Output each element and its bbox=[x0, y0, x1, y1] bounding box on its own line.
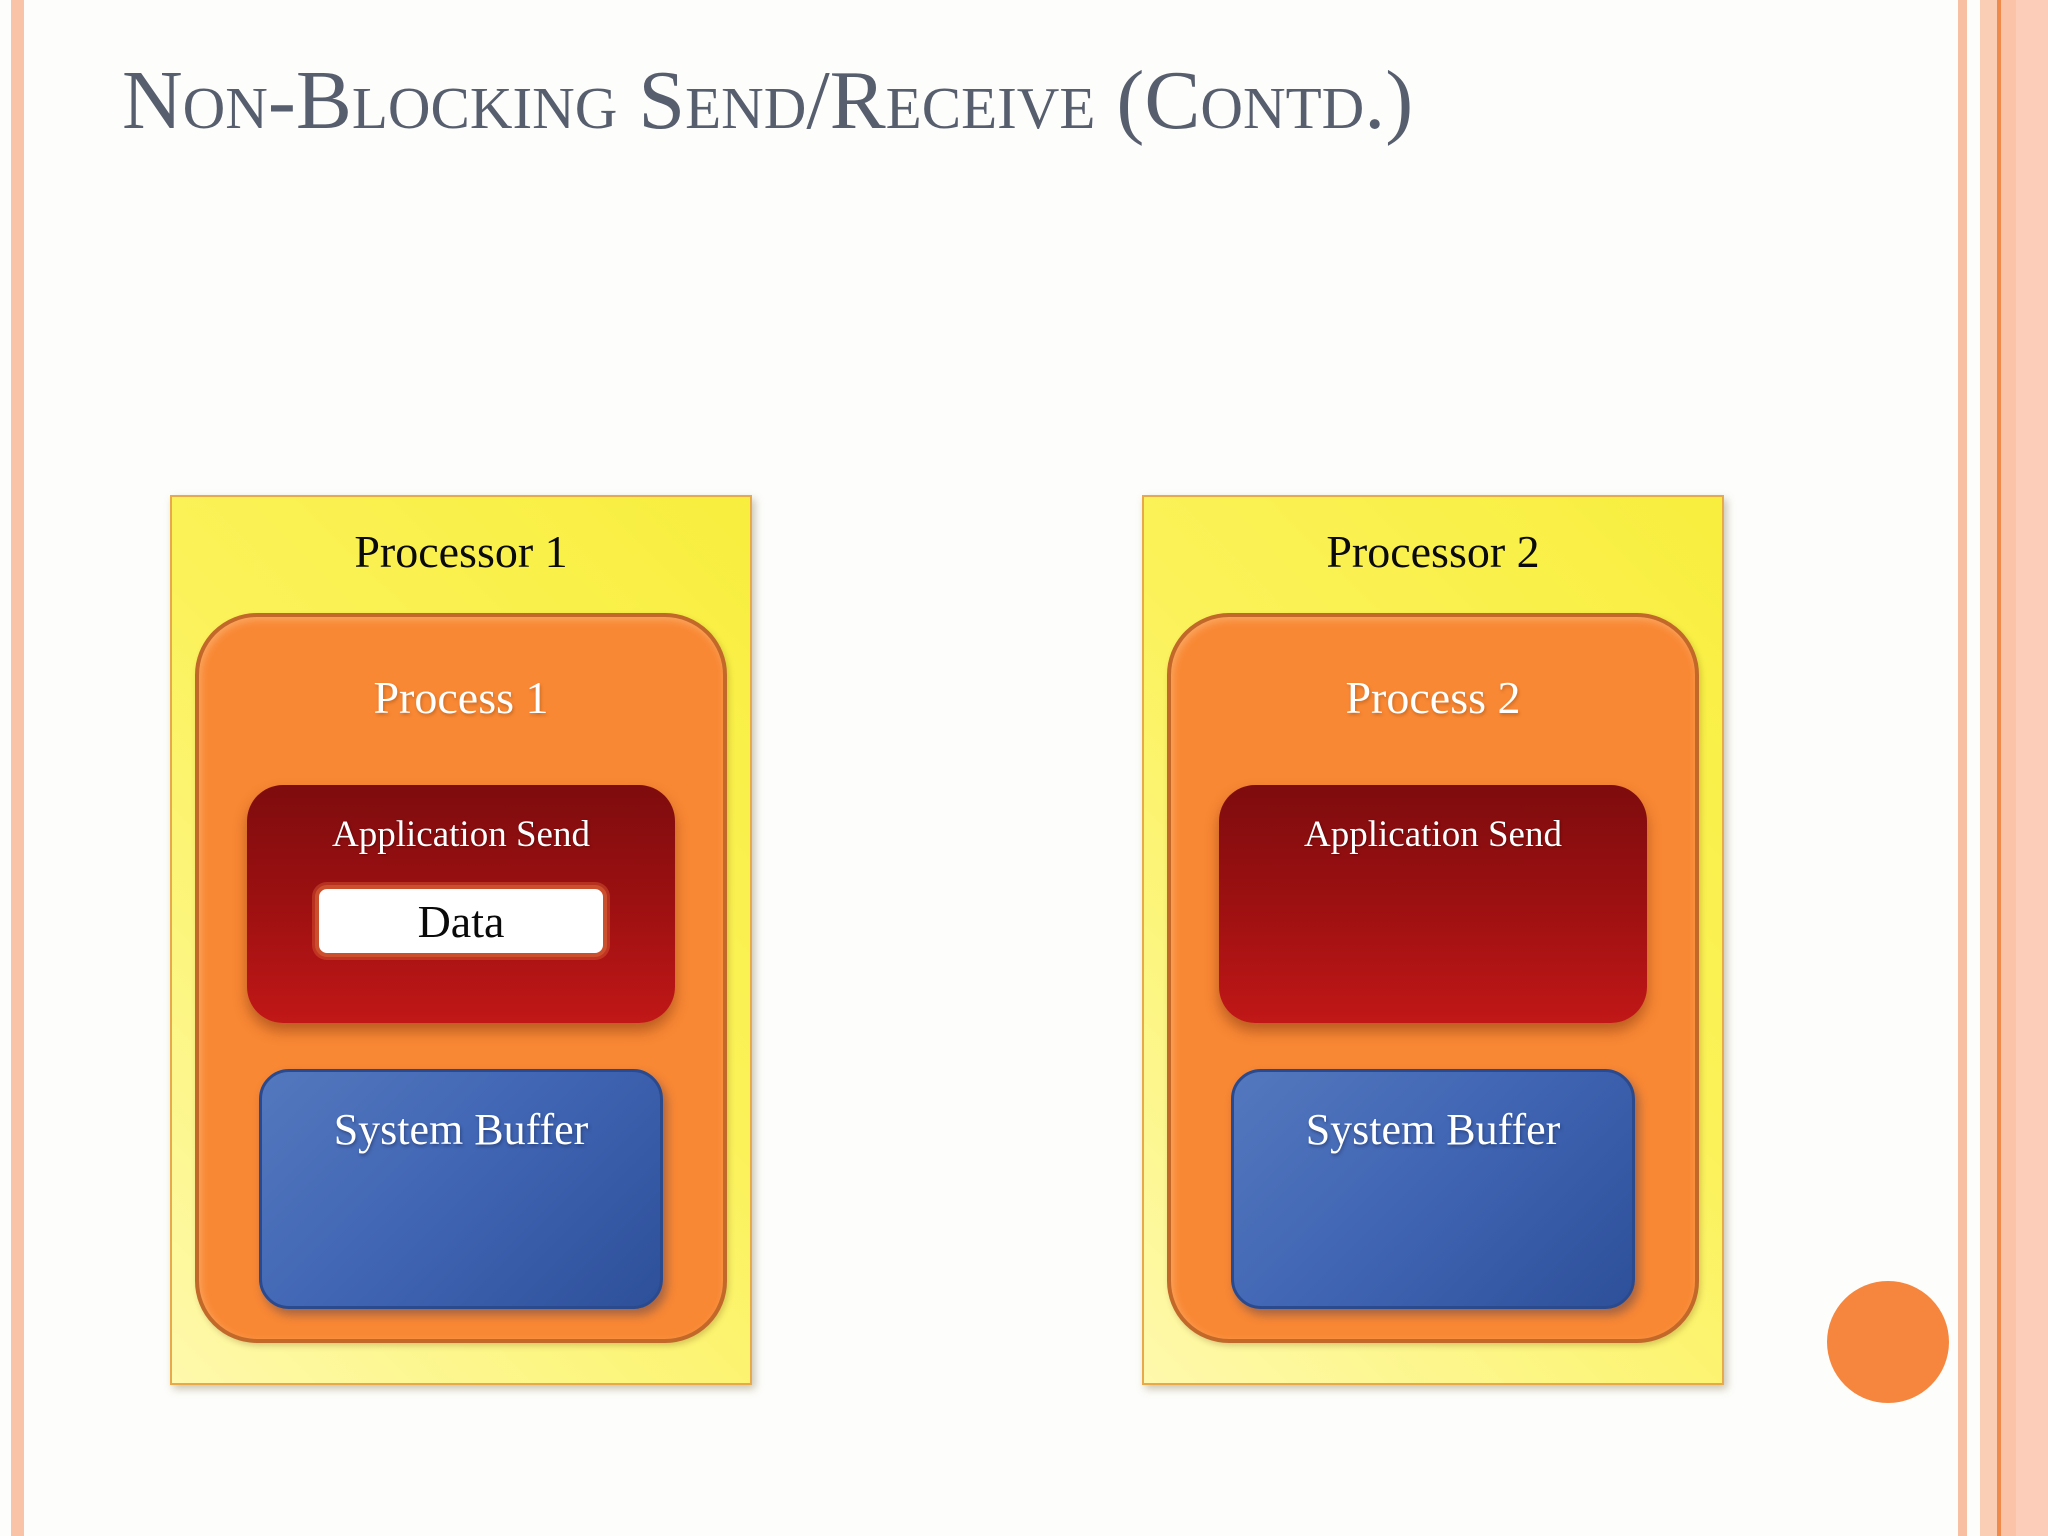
system-buffer-1-label: System Buffer bbox=[333, 1105, 589, 1154]
data-chip: Data bbox=[315, 885, 607, 957]
right-edge-thin-stripe bbox=[1958, 0, 1967, 1536]
slide-title: Non-Blocking Send/Receive (Contd.) bbox=[122, 54, 1414, 147]
right-edge-accent-line bbox=[1997, 0, 2001, 1536]
system-buffer-1-box: System Buffer bbox=[259, 1069, 663, 1309]
left-edge-stripe bbox=[11, 0, 24, 1536]
application-send-2-box: Application Send bbox=[1219, 785, 1647, 1023]
application-send-1-box: Application Send Data bbox=[247, 785, 675, 1023]
process-2-title: Process 2 bbox=[1345, 672, 1521, 723]
right-edge-band-2 bbox=[2001, 0, 2016, 1536]
processor-2-box: Processor 2 Process 2 Application Send S… bbox=[1142, 495, 1724, 1385]
processor-1-box: Processor 1 Process 1 Application Send D… bbox=[170, 495, 752, 1385]
application-send-2-label: Application Send bbox=[1304, 814, 1562, 855]
processor-1-title: Processor 1 bbox=[354, 526, 568, 577]
right-edge-band-3 bbox=[2016, 0, 2048, 1536]
process-1-title: Process 1 bbox=[373, 672, 549, 723]
system-buffer-2-label: System Buffer bbox=[1305, 1105, 1561, 1154]
processor-2-title: Processor 2 bbox=[1326, 526, 1540, 577]
page-marker-circle bbox=[1827, 1281, 1949, 1403]
system-buffer-2-box: System Buffer bbox=[1231, 1069, 1635, 1309]
process-1-box: Process 1 Application Send Data System B… bbox=[195, 613, 727, 1343]
process-2-box: Process 2 Application Send System Buffer bbox=[1167, 613, 1699, 1343]
right-edge-band-1 bbox=[1980, 0, 1997, 1536]
application-send-1-label: Application Send bbox=[332, 814, 590, 855]
